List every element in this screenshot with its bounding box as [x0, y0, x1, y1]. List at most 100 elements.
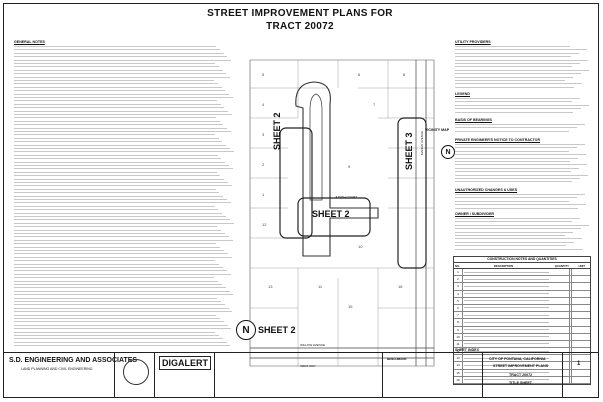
digalert-cell: DIGALERT — [155, 353, 215, 398]
vicinity-north-icon: N — [441, 145, 455, 159]
text-line — [455, 171, 571, 172]
row-cell — [464, 357, 549, 359]
row-cell — [464, 314, 549, 316]
text-line — [455, 66, 572, 68]
note-line — [14, 154, 218, 156]
note-line — [14, 304, 225, 306]
note-line — [14, 120, 220, 122]
note-line — [14, 236, 229, 238]
note-line — [14, 93, 230, 95]
row-cell — [569, 348, 570, 355]
table-row: 7 — [454, 312, 590, 320]
note-line — [14, 131, 231, 132]
text-line — [455, 52, 579, 54]
row-cell — [569, 290, 570, 297]
note-line — [14, 69, 223, 71]
text-line — [455, 200, 569, 202]
row-cell — [569, 297, 570, 304]
row-cell — [571, 319, 590, 326]
tract-number: TRACT 20072 — [509, 373, 533, 377]
row-cell — [571, 276, 590, 283]
text-line — [455, 130, 569, 132]
table-title: CONSTRUCTION NOTES AND QUANTITIES — [454, 257, 590, 263]
note-line — [14, 253, 228, 255]
note-line — [14, 188, 216, 190]
text-line — [455, 161, 570, 162]
text-line — [455, 245, 566, 246]
row-cell — [464, 300, 549, 301]
note-line — [14, 49, 220, 51]
text-line — [455, 167, 579, 169]
row-cell — [571, 283, 590, 290]
note-line — [14, 229, 222, 231]
table-row: 8 — [454, 319, 590, 327]
note-line — [14, 216, 226, 217]
note-line — [14, 144, 227, 146]
note-line — [14, 114, 232, 115]
sheet2-callout-b: SHEET 2 — [312, 209, 350, 219]
basis-bearings-header: BASIS OF BEARINGS — [455, 118, 492, 122]
text-line — [455, 86, 574, 88]
firm-subtitle: LAND PLANNING AND CIVIL ENGINEERING — [21, 367, 93, 371]
text-line — [455, 238, 582, 240]
note-line — [14, 273, 231, 275]
note-line — [14, 243, 217, 244]
table-row: 9 — [454, 326, 590, 334]
row-cell — [569, 369, 570, 376]
row-cell — [464, 350, 549, 352]
row-number: 16 — [454, 376, 463, 383]
utility-header: UTILITY PROVIDERS — [455, 40, 491, 44]
row-cell — [569, 269, 570, 276]
row-cell — [569, 376, 570, 383]
text-line — [455, 98, 580, 99]
note-line — [14, 103, 221, 105]
note-line — [14, 178, 225, 180]
row-cell — [571, 326, 590, 333]
note-line — [14, 165, 229, 166]
row-cell — [571, 290, 590, 297]
row-cell — [569, 312, 570, 319]
row-number: 1 — [454, 269, 463, 276]
row-cell — [569, 319, 570, 326]
row-cell — [464, 293, 549, 294]
col-no: NO. — [455, 264, 460, 268]
row-cell — [464, 271, 549, 273]
note-line — [14, 161, 226, 163]
col-qty: QUANTITY — [554, 264, 569, 268]
row-cell — [464, 364, 549, 366]
row-cell — [464, 372, 549, 373]
row-cell — [571, 304, 590, 312]
text-line — [455, 248, 583, 250]
text-line — [455, 73, 581, 74]
sheet-border — [3, 3, 599, 398]
sheet-number-cell: 1 — [563, 353, 599, 398]
note-line — [14, 175, 221, 176]
plan-title: STREET IMPROVEMENT PLANS FOR — [207, 8, 393, 19]
street-label-mango: MANGO AVENUE — [420, 130, 424, 155]
note-line — [14, 270, 227, 272]
text-line — [455, 49, 587, 51]
text-line — [455, 104, 589, 106]
tract-title: TRACT 20072 — [266, 21, 334, 32]
street-label-indio: INDIO WAY — [300, 364, 316, 368]
svg-text:2: 2 — [262, 162, 265, 167]
note-line — [14, 110, 229, 112]
table-header-row: NO. DESCRIPTION QUANTITY UNIT — [454, 263, 590, 269]
row-cell — [569, 283, 570, 290]
construction-notes-table: CONSTRUCTION NOTES AND QUANTITIES NO. DE… — [453, 256, 591, 385]
text-line — [455, 157, 578, 159]
text-line — [455, 231, 573, 233]
text-line — [455, 46, 570, 47]
row-number: 10 — [454, 333, 463, 340]
note-line — [14, 148, 230, 149]
row-cell — [569, 333, 570, 340]
note-line — [14, 192, 220, 193]
note-line — [14, 107, 225, 108]
row-cell — [569, 340, 570, 348]
sheet-title: TITLE SHEET — [509, 381, 532, 385]
table-row: 11 — [454, 340, 590, 349]
text-line — [455, 178, 580, 179]
text-line — [455, 76, 573, 78]
